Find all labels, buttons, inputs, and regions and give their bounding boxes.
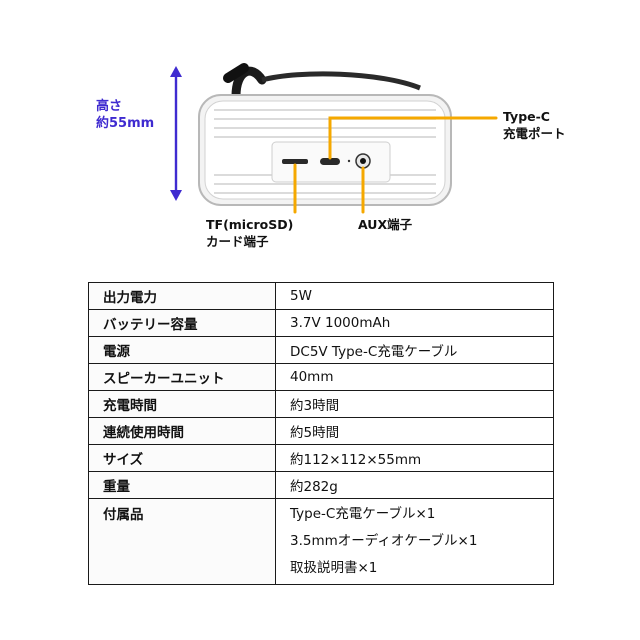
spec-value: DC5V Type-C充電ケーブル [275, 336, 554, 364]
typec-label-line2: 充電ポート [503, 126, 566, 141]
spec-value: 5W [275, 282, 554, 310]
accessory-item: 3.5mmオーディオケーブル×1 [290, 533, 478, 549]
tf-slot [282, 159, 308, 164]
table-row: サイズ 約112×112×55mm [88, 444, 554, 472]
tf-label-line1: TF(microSD) [206, 217, 294, 232]
spec-value: 約5時間 [275, 417, 554, 445]
spec-key: 出力電力 [88, 282, 276, 310]
accessories-list: Type-C充電ケーブル×1 3.5mmオーディオケーブル×1 取扱説明書×1 [275, 498, 554, 585]
height-arrow-icon [170, 66, 182, 201]
table-row: 出力電力 5W [88, 282, 554, 310]
height-label-line2: 約55mm [96, 116, 155, 131]
spec-key: 電源 [88, 336, 276, 364]
typec-label: Type-C 充電ポート [503, 108, 566, 142]
spec-value: 3.7V 1000mAh [275, 309, 554, 337]
spec-value: 約112×112×55mm [275, 444, 554, 472]
spec-key: スピーカーユニット [88, 363, 276, 391]
pointer-lines [293, 116, 498, 214]
table-row: 重量 約282g [88, 471, 554, 499]
height-label-line1: 高さ [96, 99, 123, 114]
tf-label-line2: カード端子 [206, 234, 269, 249]
accessory-item: Type-C充電ケーブル×1 [290, 506, 436, 522]
spec-key: 付属品 [88, 498, 276, 585]
speaker-illustration [170, 63, 498, 214]
product-diagram: 高さ 約55mm Type-C 充電ポート TF(microSD) カード端子 … [0, 0, 640, 270]
spec-value: 約282g [275, 471, 554, 499]
tf-label: TF(microSD) カード端子 [206, 216, 293, 250]
height-label: 高さ 約55mm [96, 98, 154, 132]
spec-key: サイズ [88, 444, 276, 472]
spec-value: 約3時間 [275, 390, 554, 418]
table-row: スピーカーユニット 40mm [88, 363, 554, 391]
spec-table: 出力電力 5W バッテリー容量 3.7V 1000mAh 電源 DC5V Typ… [88, 282, 554, 585]
table-row: 電源 DC5V Type-C充電ケーブル [88, 336, 554, 364]
typec-label-line1: Type-C [503, 109, 550, 124]
table-row-accessories: 付属品 Type-C充電ケーブル×1 3.5mmオーディオケーブル×1 取扱説明… [88, 498, 554, 585]
aux-label: AUX端子 [358, 217, 413, 232]
spec-key: 重量 [88, 471, 276, 499]
accessory-item: 取扱説明書×1 [290, 560, 378, 576]
spec-key: 充電時間 [88, 390, 276, 418]
table-row: 連続使用時間 約5時間 [88, 417, 554, 445]
spec-key: 連続使用時間 [88, 417, 276, 445]
typec-port [320, 158, 340, 165]
spec-key: バッテリー容量 [88, 309, 276, 337]
spec-value: 40mm [275, 363, 554, 391]
table-row: 充電時間 約3時間 [88, 390, 554, 418]
table-row: バッテリー容量 3.7V 1000mAh [88, 309, 554, 337]
